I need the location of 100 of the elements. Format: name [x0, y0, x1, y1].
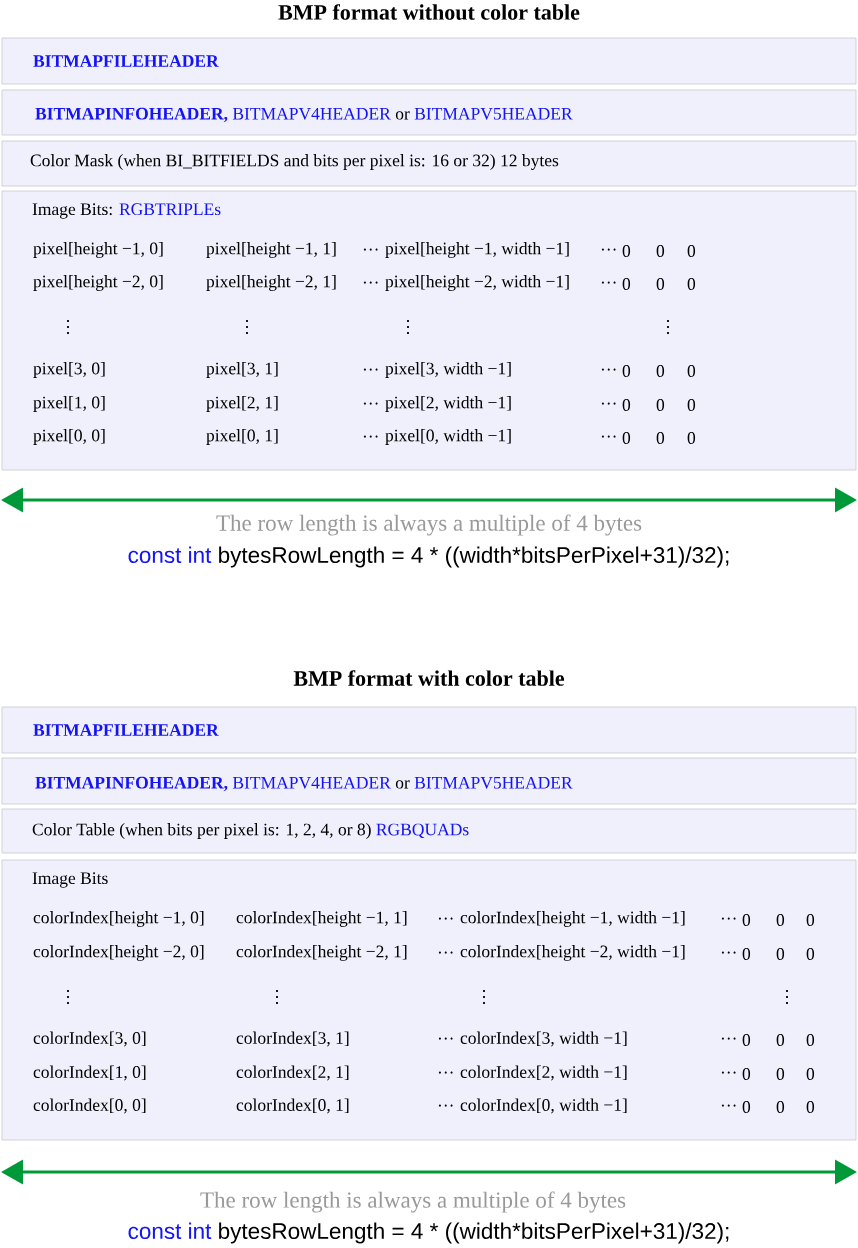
heading-text: Image Bits: RGBTRIPLEs — [32, 203, 221, 219]
box-label: Color Mask (when BI_BITFIELDS and bits per pixel is: 16 or 32) 12 bytes — [30, 154, 559, 170]
padding-zero: 0 — [776, 914, 785, 926]
padding-zero: 0 — [656, 245, 665, 257]
padding-zero: 0 — [656, 278, 665, 290]
table-cell: pixel[height −2, 0] — [33, 275, 163, 291]
vertical-ellipsis: ⋮ — [667, 319, 669, 335]
code-line: const int bytesRowLength = 4 * ((width*bitsPerPixel+31)/32); — [128, 546, 729, 568]
table-cell: colorIndex[0, 0] — [33, 1098, 146, 1114]
table-cell: pixel[0, 0] — [33, 429, 105, 445]
table-cell: colorIndex[3, 0] — [33, 1031, 146, 1047]
ellipsis: ··· — [721, 951, 736, 954]
header-box — [1, 757, 857, 805]
vertical-ellipsis: ⋮ — [246, 319, 248, 335]
ellipsis: ··· — [601, 368, 616, 371]
header-box — [1, 89, 857, 136]
padding-zero: 0 — [742, 948, 751, 960]
header-box — [1, 37, 857, 85]
padding-zero: 0 — [742, 914, 751, 926]
padding-zero: 0 — [806, 1101, 815, 1113]
padding-zero: 0 — [622, 432, 631, 444]
padding-zero: 0 — [776, 1068, 785, 1080]
ellipsis: ··· — [721, 917, 736, 920]
table-cell: pixel[3, 0] — [33, 362, 105, 378]
ellipsis: ··· — [363, 281, 378, 284]
ellipsis: ··· — [363, 368, 378, 371]
node-label: or — [395, 111, 410, 120]
vertical-ellipsis: ⋮ — [786, 989, 788, 1005]
ellipsis: ··· — [601, 402, 616, 405]
table-cell: pixel[1, 0] — [33, 396, 105, 412]
box-label: Color Table (when bits per pixel is: 1, 2, 4, or 8) RGBQUADs — [32, 823, 469, 839]
table-cell: pixel[0, 1] — [206, 429, 278, 445]
vertical-ellipsis: ⋮ — [483, 989, 485, 1005]
ellipsis: ··· — [601, 281, 616, 284]
ellipsis: ··· — [601, 435, 616, 438]
title: BMP format with color table — [293, 670, 565, 686]
padding-zero: 0 — [622, 245, 631, 257]
padding-zero: 0 — [687, 432, 696, 444]
table-cell: pixel[height −2, 1] — [206, 275, 336, 291]
ellipsis: ··· — [363, 248, 378, 251]
table-cell: pixel[height −2, width −1] — [385, 275, 569, 291]
padding-zero: 0 — [687, 278, 696, 290]
code-line: const int bytesRowLength = 4 * ((width*bitsPerPixel+31)/32); — [128, 1222, 729, 1244]
vertical-ellipsis: ⋮ — [67, 989, 69, 1005]
padding-zero: 0 — [742, 1068, 751, 1080]
ellipsis: ··· — [438, 1037, 453, 1040]
padding-zero: 0 — [776, 1101, 785, 1113]
section-box — [1, 190, 857, 471]
table-cell: pixel[3, width −1] — [385, 362, 511, 378]
padding-zero: 0 — [806, 1068, 815, 1080]
table-cell: colorIndex[height −1, 1] — [236, 911, 407, 927]
header-box — [1, 706, 857, 754]
box-label: BITMAPINFOHEADER, BITMAPV4HEADER or BITMAPV5HEADER — [35, 776, 573, 792]
node-label: BITMAPINFOHEADER, — [35, 107, 228, 123]
heading-text: Image Bits — [32, 872, 108, 888]
table-cell: pixel[2, 1] — [206, 396, 278, 412]
vertical-ellipsis: ⋮ — [407, 319, 409, 335]
padding-zero: 0 — [806, 1034, 815, 1046]
ellipsis: ··· — [438, 917, 453, 920]
padding-zero: 0 — [742, 1034, 751, 1046]
ellipsis: ··· — [721, 1104, 736, 1107]
vertical-ellipsis: ⋮ — [276, 989, 278, 1005]
padding-zero: 0 — [656, 432, 665, 444]
table-cell: colorIndex[height −1, width −1] — [460, 911, 685, 927]
note-text: The row length is always a multiple of 4 bytes — [216, 514, 642, 536]
table-cell: pixel[2, width −1] — [385, 396, 511, 412]
padding-zero: 0 — [806, 914, 815, 926]
title: BMP format without color table — [278, 4, 580, 20]
padding-zero: 0 — [742, 1101, 751, 1113]
table-cell: pixel[height −1, 0] — [33, 242, 163, 258]
ellipsis: ··· — [721, 1037, 736, 1040]
table-cell: colorIndex[1, 0] — [33, 1065, 146, 1081]
ellipsis: ··· — [438, 951, 453, 954]
box-label: BITMAPINFOHEADER, BITMAPV4HEADER or BITMAPV5HEADER — [35, 107, 573, 123]
table-cell: pixel[0, width −1] — [385, 429, 511, 445]
section-box — [1, 808, 857, 854]
vertical-ellipsis: ⋮ — [67, 319, 69, 335]
table-cell: colorIndex[3, width −1] — [460, 1031, 627, 1047]
table-cell: colorIndex[height −2, 0] — [33, 945, 204, 961]
table-cell: colorIndex[height −1, 0] — [33, 911, 204, 927]
section-box — [1, 859, 857, 1141]
ellipsis: ··· — [363, 402, 378, 405]
node-label: BITMAPV5HEADER — [414, 776, 573, 789]
padding-zero: 0 — [656, 399, 665, 411]
padding-zero: 0 — [622, 278, 631, 290]
table-cell: pixel[height −1, width −1] — [385, 242, 569, 258]
table-cell: colorIndex[height −2, 1] — [236, 945, 407, 961]
box-label: BITMAPFILEHEADER — [33, 55, 219, 67]
padding-zero: 0 — [806, 948, 815, 960]
table-cell: colorIndex[height −2, width −1] — [460, 945, 685, 961]
table-cell: colorIndex[3, 1] — [236, 1031, 349, 1047]
table-cell: colorIndex[0, 1] — [236, 1098, 349, 1114]
ellipsis: ··· — [438, 1071, 453, 1074]
node-label: BITMAPV4HEADER — [232, 107, 391, 120]
node-label: BITMAPINFOHEADER, — [35, 776, 228, 792]
padding-zero: 0 — [622, 365, 631, 377]
node-label: BITMAPV5HEADER — [414, 107, 573, 120]
padding-zero: 0 — [776, 1034, 785, 1046]
padding-zero: 0 — [656, 365, 665, 377]
padding-zero: 0 — [687, 399, 696, 411]
